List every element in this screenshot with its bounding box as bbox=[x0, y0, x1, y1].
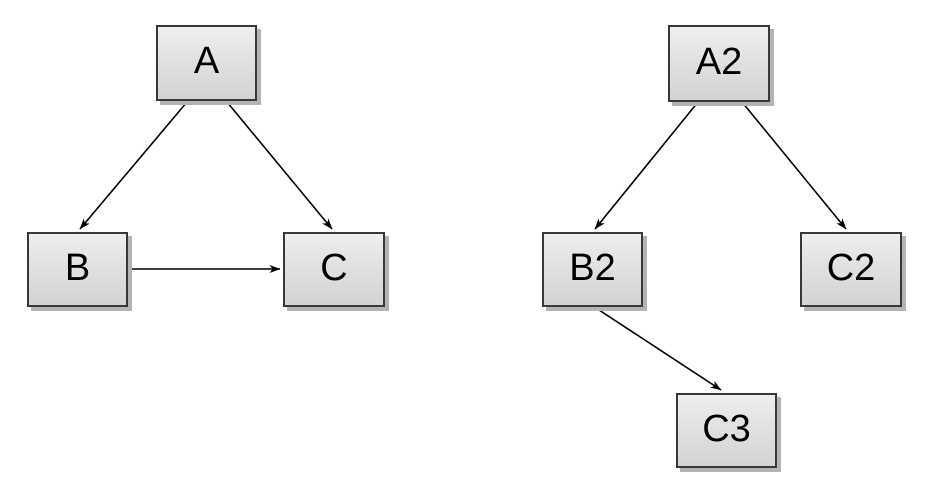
node-C[interactable]: C bbox=[283, 232, 385, 307]
node-C3-label: C3 bbox=[702, 407, 751, 450]
edge-A-to-C bbox=[226, 101, 333, 230]
node-A[interactable]: A bbox=[156, 25, 257, 101]
node-A2[interactable]: A2 bbox=[668, 25, 770, 102]
node-C-label: C bbox=[320, 246, 348, 289]
node-B2-label: B2 bbox=[569, 246, 616, 289]
node-A-label: A bbox=[193, 40, 220, 82]
edge-A-to-B bbox=[79, 101, 188, 230]
node-B2[interactable]: B2 bbox=[542, 232, 643, 307]
node-C3[interactable]: C3 bbox=[676, 393, 777, 468]
edge-A2-to-C2 bbox=[741, 101, 847, 230]
node-C2[interactable]: C2 bbox=[800, 232, 902, 307]
node-B[interactable]: B bbox=[27, 232, 128, 307]
node-A2-label: A2 bbox=[695, 40, 743, 83]
node-B-label: B bbox=[64, 246, 91, 289]
node-C2-label: C2 bbox=[826, 246, 876, 289]
edge-A2-to-B2 bbox=[594, 101, 699, 230]
edge-B2-to-C3 bbox=[595, 307, 722, 391]
